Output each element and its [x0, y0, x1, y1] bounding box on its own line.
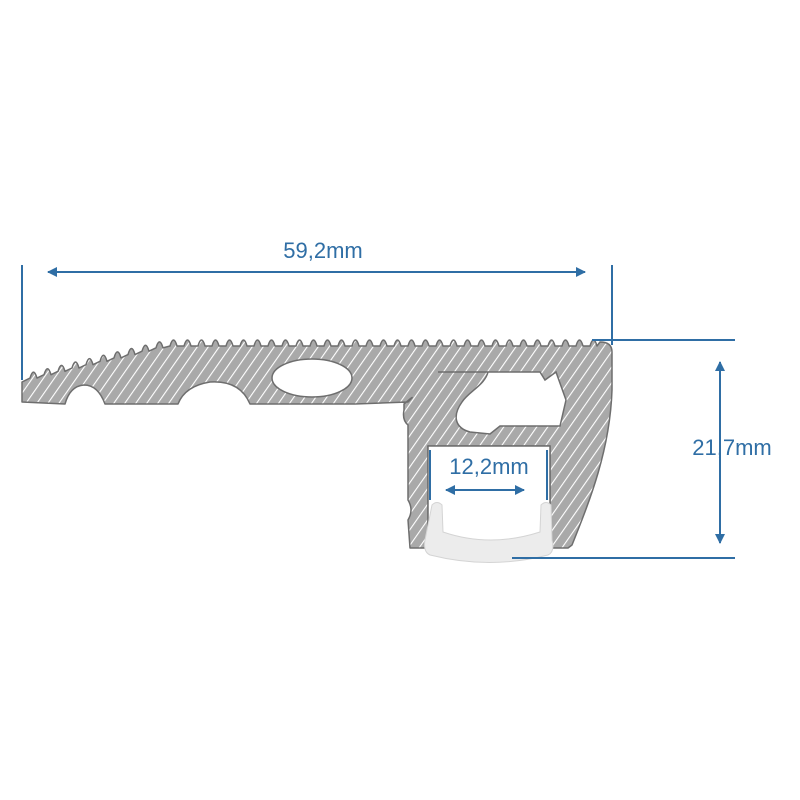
aluminium-profile-section	[21, 339, 613, 549]
height-label: 21,7mm	[692, 435, 771, 460]
hollow-chamber	[271, 358, 353, 398]
diffuser-cover	[424, 502, 554, 563]
inner-groove	[438, 370, 567, 435]
width-label: 59,2mm	[283, 238, 362, 263]
channel-width-label: 12,2mm	[449, 454, 528, 479]
